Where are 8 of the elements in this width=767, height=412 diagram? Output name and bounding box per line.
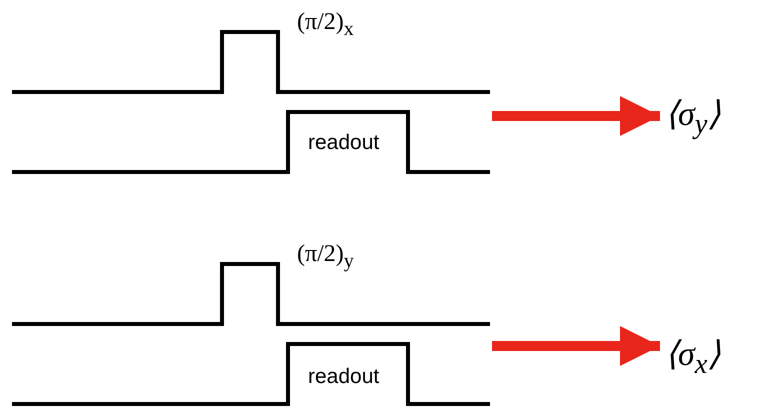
expectation-value: ⟨σ$_{x}$⟩ xyxy=(665,335,720,385)
pulse-label: (π/2)$_{y}$ xyxy=(297,240,354,274)
pulse-label: (π/2)$_{x}$ xyxy=(297,8,354,42)
arrow xyxy=(492,96,660,136)
arrow xyxy=(492,326,660,366)
readout-label: readout xyxy=(308,131,380,155)
readout-label: readout xyxy=(308,365,380,389)
expectation-value: ⟨σ$_{y}$⟩ xyxy=(665,95,720,145)
